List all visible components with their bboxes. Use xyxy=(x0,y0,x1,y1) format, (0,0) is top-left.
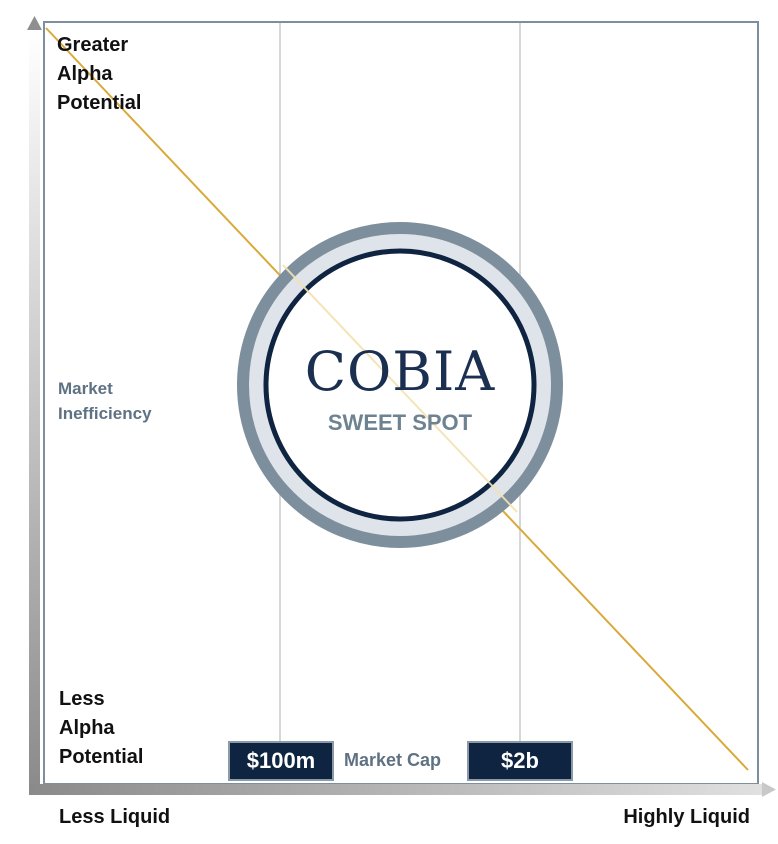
y-axis-bar xyxy=(29,30,40,794)
x-axis-right-label: Highly Liquid xyxy=(623,806,750,828)
market-inefficiency-label: Market Inefficiency xyxy=(58,376,152,426)
label-line: Market xyxy=(58,379,113,398)
less-alpha-potential-label: Less Alpha Potential xyxy=(59,685,143,772)
label-line: Alpha xyxy=(59,717,115,739)
label-line: Alpha xyxy=(57,63,113,85)
sweet-spot-emblem xyxy=(237,222,563,548)
label-line: Greater xyxy=(57,34,129,56)
diagonal-inside-circle xyxy=(282,264,518,513)
market-cap-label: Market Cap xyxy=(344,750,442,770)
y-axis-arrow-icon xyxy=(27,16,42,30)
threshold-100m-badge: $100m xyxy=(228,741,334,781)
x-axis-arrow-icon xyxy=(762,782,776,797)
sweet-spot-subtitle: SWEET SPOT xyxy=(327,410,473,435)
greater-alpha-potential-label: Greater Alpha Potential xyxy=(57,31,141,118)
threshold-2b-badge: $2b xyxy=(467,741,573,781)
x-axis-bar xyxy=(29,784,762,795)
label-line: Potential xyxy=(59,746,144,768)
cobia-title: COBIA xyxy=(304,340,496,403)
label-line: Less xyxy=(59,688,105,710)
x-axis-left-label: Less Liquid xyxy=(59,806,171,828)
label-line: Potential xyxy=(57,92,142,114)
label-line: Inefficiency xyxy=(58,404,152,423)
